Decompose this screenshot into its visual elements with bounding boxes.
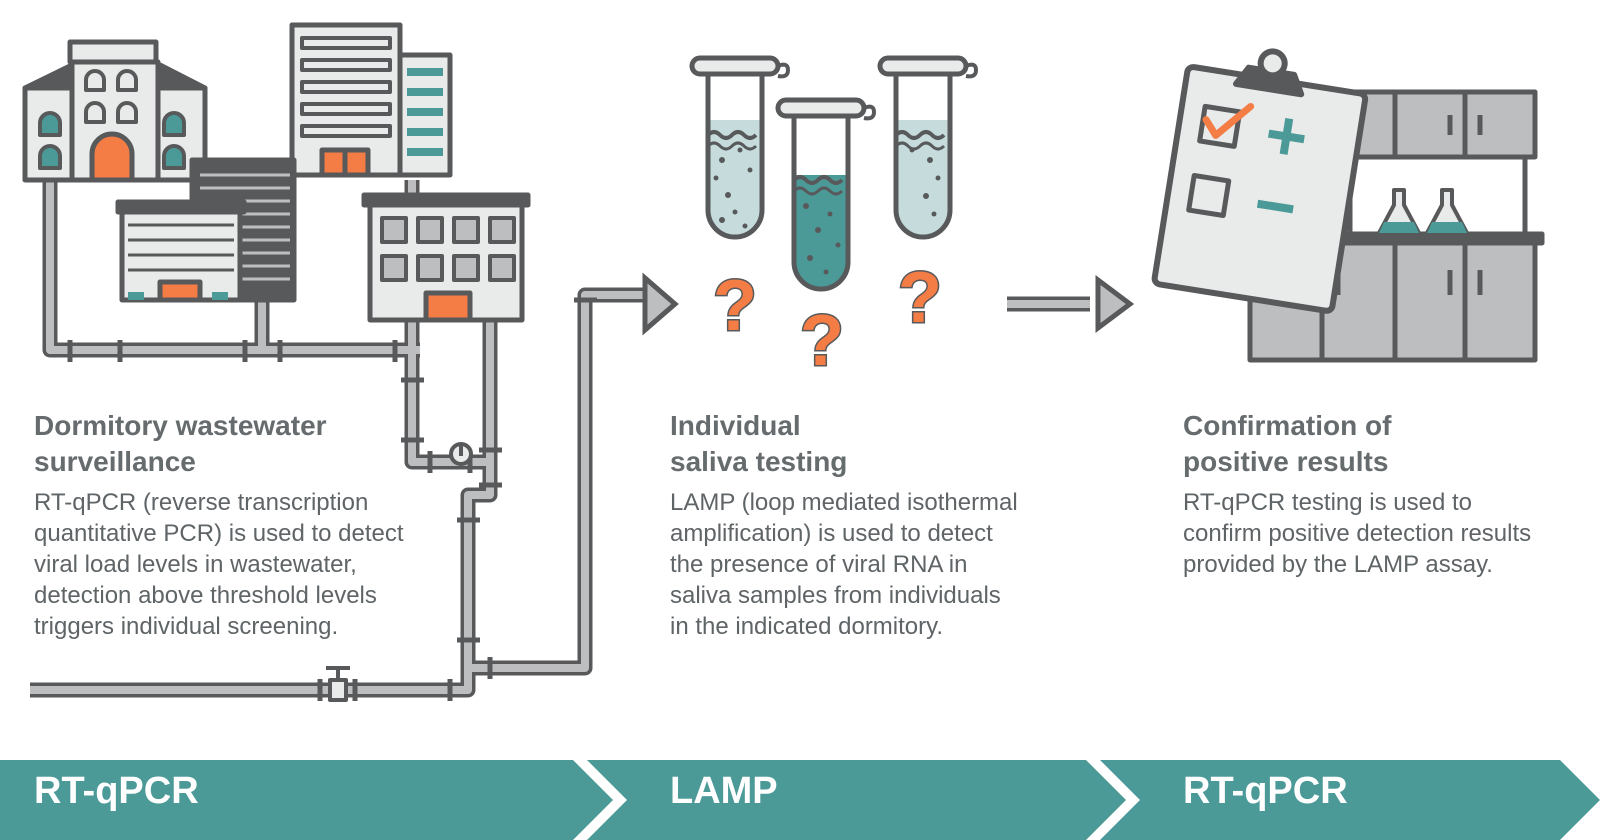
question-mark-2-icon: ? — [800, 301, 844, 381]
banner-segment-1 — [0, 760, 613, 840]
stage-description: RT-qPCR testing is used to confirm posit… — [1183, 489, 1532, 578]
stage-description: LAMP (loop mediated isothermal amplifica… — [670, 489, 1018, 640]
stage-title: Dormitory wastewater surveillance — [34, 410, 327, 477]
process-banner — [0, 760, 1600, 840]
stage-saliva-testing: Individual saliva testing LAMP (loop med… — [670, 408, 1090, 642]
stage-title: Individual saliva testing — [670, 410, 848, 477]
stage-confirmation: Confirmation of positive results RT-qPCR… — [1183, 408, 1593, 580]
question-marks: ? ? ? — [712, 257, 944, 383]
banner-segment-2 — [587, 760, 1126, 840]
saliva-test-tubes-icon — [689, 55, 978, 292]
flow-arrow-1-icon — [642, 272, 679, 336]
banner-segment-3 — [1100, 760, 1600, 840]
banner-label-lamp: LAMP — [670, 770, 778, 812]
banner-label-rt-qpcr-2: RT-qPCR — [1183, 770, 1348, 812]
stage-wastewater-surveillance: Dormitory wastewater surveillance RT-qPC… — [34, 408, 484, 642]
clipboard-checklist-icon — [1151, 48, 1369, 314]
dormitory-buildings-icon — [22, 22, 531, 323]
question-mark-3-icon: ? — [898, 258, 942, 338]
stage-title: Confirmation of positive results — [1183, 410, 1392, 477]
banner-label-rt-qpcr-1: RT-qPCR — [34, 770, 199, 812]
stage-description: RT-qPCR (reverse transcription quantitat… — [34, 489, 404, 640]
question-mark-1-icon: ? — [713, 266, 757, 346]
sewer-pipe-network — [30, 180, 1090, 702]
flow-arrow-2-icon — [1095, 275, 1135, 333]
